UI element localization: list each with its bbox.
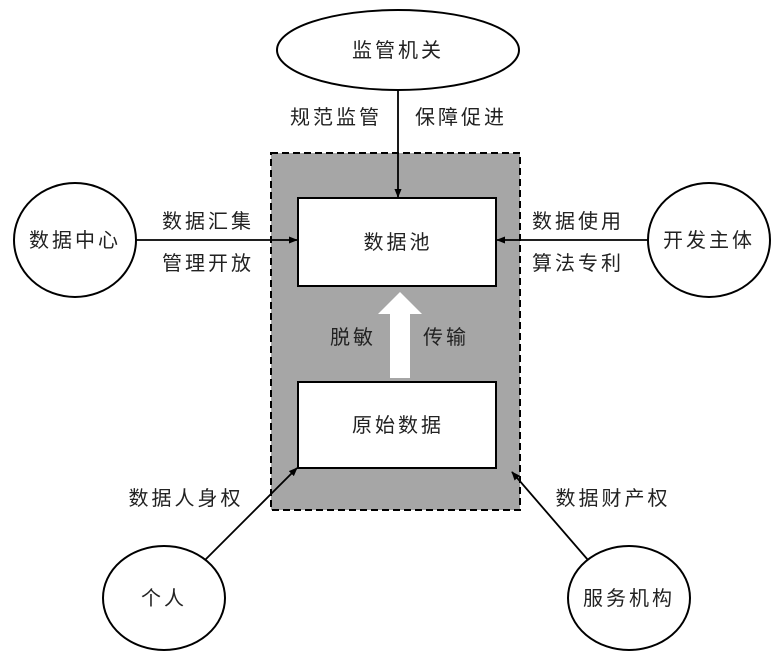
- raw-data-box: [297, 381, 497, 469]
- raw-data-label: 原始数据: [352, 413, 444, 437]
- transfer-block-arrow: [378, 292, 422, 378]
- service-org-label: 服务机构: [583, 586, 675, 610]
- algorithm-patent-label: 算法专利: [532, 251, 624, 275]
- guarantee-label: 保障促进: [415, 105, 507, 129]
- individual-circle: [102, 545, 226, 651]
- service-org-circle: [567, 545, 691, 651]
- individual-arrow: [204, 467, 298, 561]
- desensitize-label: 脱敏: [330, 325, 376, 349]
- transmit-label: 传输: [423, 325, 469, 349]
- data-usage-label: 数据使用: [532, 209, 624, 233]
- service-org-arrow: [511, 471, 589, 561]
- data-pool-label: 数据池: [363, 230, 433, 254]
- data-collection-label: 数据汇集: [162, 209, 254, 233]
- personal-rights-label: 数据人身权: [128, 486, 244, 510]
- developer-label: 开发主体: [663, 228, 755, 252]
- data-pool-box: [297, 197, 497, 287]
- individual-label: 个人: [141, 586, 187, 610]
- regulation-label: 规范监管: [290, 105, 382, 129]
- regulator-label: 监管机关: [352, 38, 444, 62]
- data-center-label: 数据中心: [29, 228, 121, 252]
- management-open-label: 管理开放: [162, 251, 254, 275]
- property-rights-label: 数据财产权: [555, 486, 671, 510]
